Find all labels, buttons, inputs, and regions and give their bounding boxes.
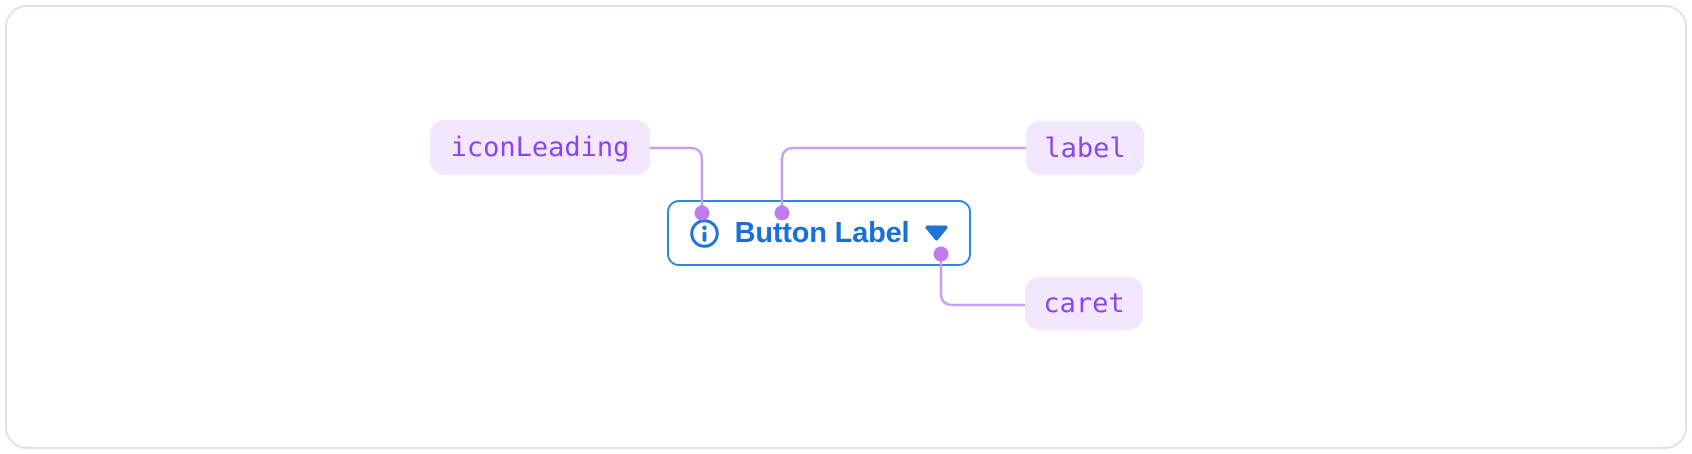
- annotation-pill-iconleading: iconLeading: [430, 120, 650, 175]
- annotation-pill-label: label: [1026, 121, 1144, 175]
- annotation-label-caret: caret: [1043, 288, 1125, 319]
- caret-down-icon: [924, 225, 949, 242]
- example-dropdown-button[interactable]: Button Label: [667, 200, 971, 266]
- annotation-label-iconleading: iconLeading: [450, 132, 630, 163]
- info-icon: [689, 218, 720, 249]
- annotation-label-label: label: [1044, 132, 1126, 164]
- annotation-pill-caret: caret: [1025, 277, 1143, 330]
- button-label-text: Button Label: [734, 216, 910, 249]
